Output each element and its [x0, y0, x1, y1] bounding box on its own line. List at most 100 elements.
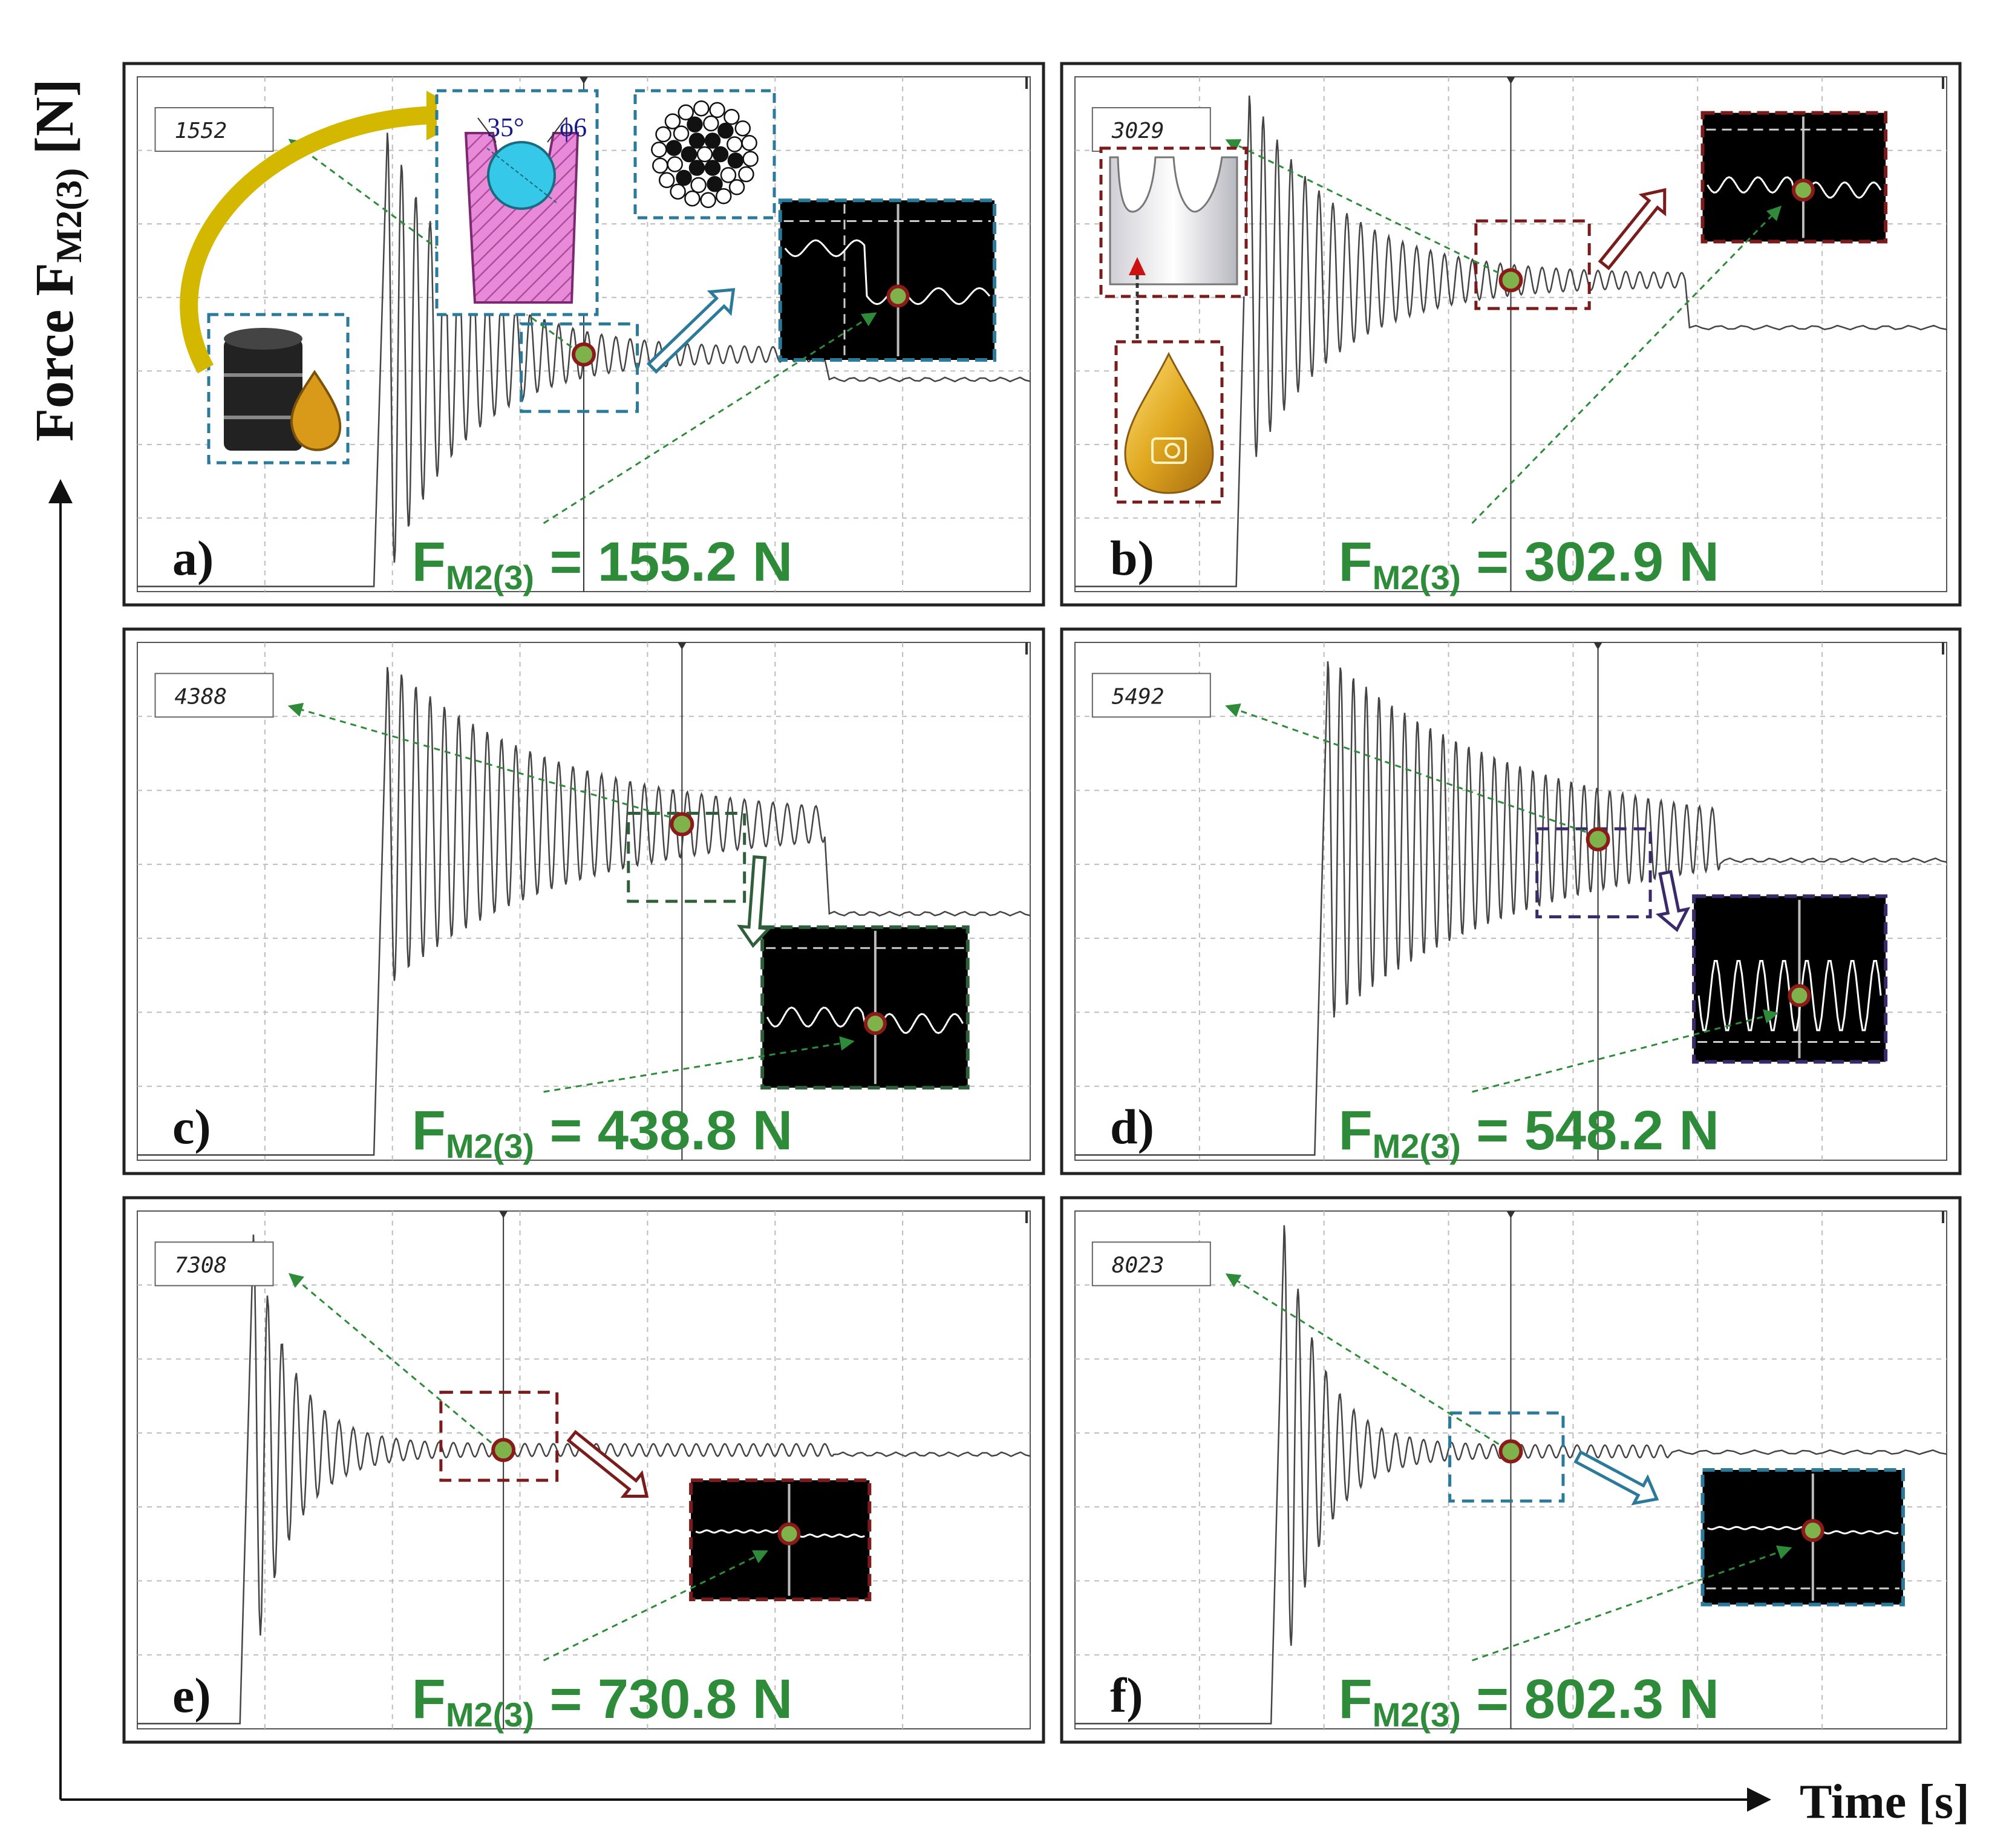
wire-strand	[664, 113, 681, 129]
readout-pointer-arrow	[1225, 1273, 1500, 1445]
zoom-arrow-shape	[737, 855, 772, 948]
force-value: = 302.9 N	[1461, 531, 1719, 593]
force-signal-line	[1075, 1225, 1947, 1725]
readout-value: 4388	[175, 684, 227, 709]
zoom-arrow-icon	[737, 855, 772, 948]
diameter-leader	[547, 117, 566, 143]
cursor-handle-icon[interactable]	[678, 642, 687, 650]
force-signal-line	[137, 1234, 1031, 1725]
wire-strand	[717, 122, 734, 139]
cursor-handle-icon[interactable]	[499, 1211, 508, 1218]
wire-strand	[742, 151, 759, 167]
angle-leader	[477, 117, 497, 143]
wire-strand	[684, 190, 701, 207]
zoom-inset	[1700, 1468, 1905, 1607]
wire-strand	[676, 169, 692, 186]
barrel-top	[224, 328, 302, 350]
pointer-arrow-head	[1129, 257, 1146, 275]
wire-strand	[678, 104, 694, 120]
force-subscript: M2(3)	[446, 1696, 534, 1734]
wire-strand	[690, 177, 707, 194]
wire-strand	[723, 109, 740, 125]
force-signal-line	[137, 667, 1031, 1156]
readout-value: 8023	[1112, 1253, 1164, 1278]
wire-strand	[651, 142, 667, 158]
rope-section-hatch	[486, 148, 557, 203]
curved-arrow-icon	[180, 106, 436, 374]
wire-strand	[741, 135, 757, 151]
label-pointer-arrow	[1472, 1545, 1792, 1662]
panel-letter: b)	[1110, 531, 1154, 586]
readout-value: 7308	[175, 1253, 227, 1278]
selection-box	[520, 322, 639, 413]
wire-strand	[652, 157, 668, 174]
readout-box	[1091, 107, 1211, 152]
force-subscript: M2(3)	[1373, 1127, 1461, 1165]
force-value-label: FM2(3) = 302.9 N	[1338, 531, 1719, 596]
zoom-arrow-icon	[1598, 188, 1667, 270]
zoom-measurement-point	[1788, 984, 1811, 1007]
measurement-point	[1586, 827, 1610, 852]
drop-emblem-circle	[1164, 443, 1180, 459]
force-signal-line	[1075, 95, 1947, 587]
drop-shape	[1124, 351, 1214, 494]
cursor-handle-icon[interactable]	[1506, 77, 1515, 84]
readout-box	[1091, 673, 1211, 718]
wire-strand	[727, 136, 743, 152]
panel-letter: f)	[1110, 1668, 1143, 1723]
panel-letter: e)	[172, 1668, 211, 1723]
wire-strand	[704, 160, 721, 176]
zoom-measurement-point	[777, 1522, 801, 1546]
zoom-arrow-shape	[566, 1429, 649, 1498]
force-symbol: F	[412, 1668, 446, 1730]
y-axis-title-unit: [N]	[25, 79, 85, 168]
zoom-arrow-icon	[566, 1429, 649, 1498]
readout-box	[1091, 1241, 1211, 1287]
wire-strand	[655, 126, 671, 143]
grid	[137, 642, 1030, 1160]
force-symbol: F	[412, 1100, 446, 1161]
zoom-arrow-shape	[1573, 1450, 1659, 1506]
groove-cross-section-diagram: 35°ϕ6	[464, 113, 587, 304]
measurement-point	[1498, 1439, 1523, 1464]
measurement-point	[1498, 268, 1523, 293]
wire-strand	[715, 188, 732, 204]
wire-strand	[658, 172, 675, 189]
selection-box	[439, 1391, 559, 1482]
panel-letter: a)	[172, 531, 214, 586]
measurement-point	[572, 342, 596, 367]
cursor-handle-icon[interactable]	[580, 77, 588, 84]
zoom-measurement-point	[1801, 1519, 1824, 1543]
force-subscript: M2(3)	[446, 1127, 534, 1165]
zoom-inset	[778, 198, 996, 362]
readout-box	[154, 107, 274, 152]
force-value-label: FM2(3) = 155.2 N	[412, 531, 793, 596]
label-pointer-arrow	[543, 1036, 855, 1093]
wire-strand	[700, 192, 716, 209]
sheave-groove-profile-icon	[1109, 156, 1238, 286]
wire-strand	[681, 146, 697, 163]
wire-strand	[696, 146, 713, 163]
zoom-arrow-shape	[1598, 188, 1667, 270]
selection-box	[1535, 827, 1652, 919]
wire-strand	[673, 125, 690, 142]
selection-box	[627, 811, 746, 903]
barrel-body	[224, 339, 302, 451]
wire-strand	[738, 166, 754, 183]
zoom-arrow-shape	[1655, 870, 1691, 932]
force-symbol: F	[1338, 1668, 1372, 1730]
zoom-inset	[1700, 111, 1888, 244]
cursor-handle-icon[interactable]	[1506, 1211, 1515, 1218]
force-symbol: F	[1338, 1100, 1372, 1161]
readout-value: 3029	[1111, 119, 1164, 143]
drop-emblem	[1151, 437, 1187, 464]
wire-strand	[704, 132, 721, 149]
force-subscript: M2(3)	[1373, 558, 1461, 596]
cursor-handle-icon[interactable]	[1593, 642, 1602, 650]
force-subscript: M2(3)	[446, 558, 534, 596]
